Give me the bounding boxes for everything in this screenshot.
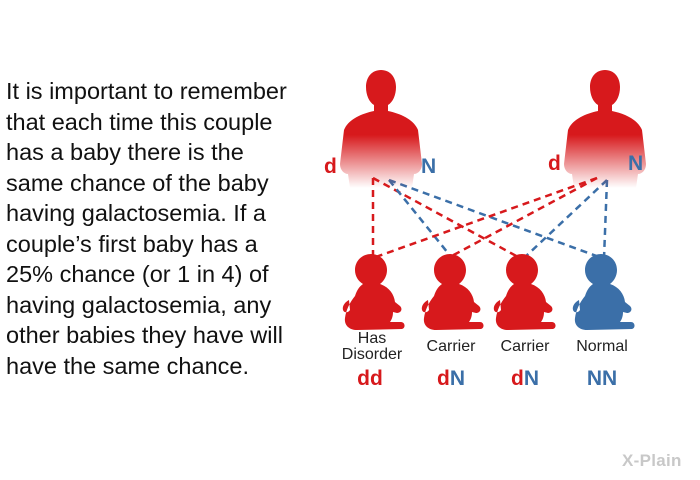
paragraph-line: has a baby there is the (6, 139, 244, 165)
line-parent1-d-to-child3 (372, 176, 521, 260)
child-figure-carrier-2 (493, 254, 556, 330)
line-parent2-n-to-child3 (523, 179, 608, 259)
paragraph-line: same chance of the baby (6, 169, 269, 196)
child2-allele-1: d (437, 367, 450, 390)
child4-allele-2: N (602, 367, 618, 390)
child2-genotype: dN (421, 367, 481, 391)
paragraph-line: It is important to remember (6, 78, 287, 104)
paragraph-line: that each time this couple (6, 108, 273, 135)
line-parent1-n-to-child2 (388, 179, 453, 259)
child3-label: Carrier (500, 338, 550, 355)
line-parent2-d-to-child1 (372, 176, 598, 260)
child1-label-line2: Disorder (341, 346, 403, 363)
child2-allele-2: N (449, 367, 465, 390)
parent2-right-allele: N (628, 152, 644, 175)
line-parent1-n-to-child4 (388, 178, 603, 260)
paragraph-line: having galactosemia. If a (6, 200, 266, 226)
child4-genotype: NN (572, 367, 632, 391)
child3-genotype: dN (495, 367, 555, 391)
child1-genotype: dd (340, 367, 400, 391)
child1-allele-2: d (370, 367, 383, 390)
child-figure-has-disorder (342, 254, 405, 330)
child-figure-normal (572, 254, 635, 330)
paragraph-line: couple’s first baby has a (6, 230, 258, 257)
paragraph-line: having galactosemia, any (6, 291, 272, 318)
child1-label-line1: Has (357, 330, 387, 347)
child-figure-carrier-1 (421, 254, 484, 330)
paragraph-line: 25% chance (or 1 in 4) of (6, 261, 269, 287)
brand-logo-text: X-Plain (622, 451, 682, 470)
paragraph-line: other babies they have will (6, 322, 283, 348)
inheritance-lines (371, 176, 609, 260)
parent1-right-allele: N (421, 155, 437, 178)
child4-allele-1: N (586, 367, 602, 390)
explanation-paragraph: It is important to remember that each ti… (6, 76, 336, 381)
parent1-left-allele: d (324, 155, 337, 178)
child4-label: Normal (576, 338, 628, 355)
child1-allele-1: d (357, 367, 370, 390)
child3-allele-2: N (523, 367, 539, 390)
paragraph-line: have the same chance. (6, 352, 249, 379)
parent2-left-allele: d (548, 152, 561, 175)
child3-allele-1: d (511, 367, 524, 390)
line-parent2-n-to-child4 (602, 179, 609, 259)
parent-figure-1 (340, 70, 422, 188)
line-parent2-d-to-child2 (447, 176, 598, 260)
child2-label: Carrier (426, 338, 476, 355)
